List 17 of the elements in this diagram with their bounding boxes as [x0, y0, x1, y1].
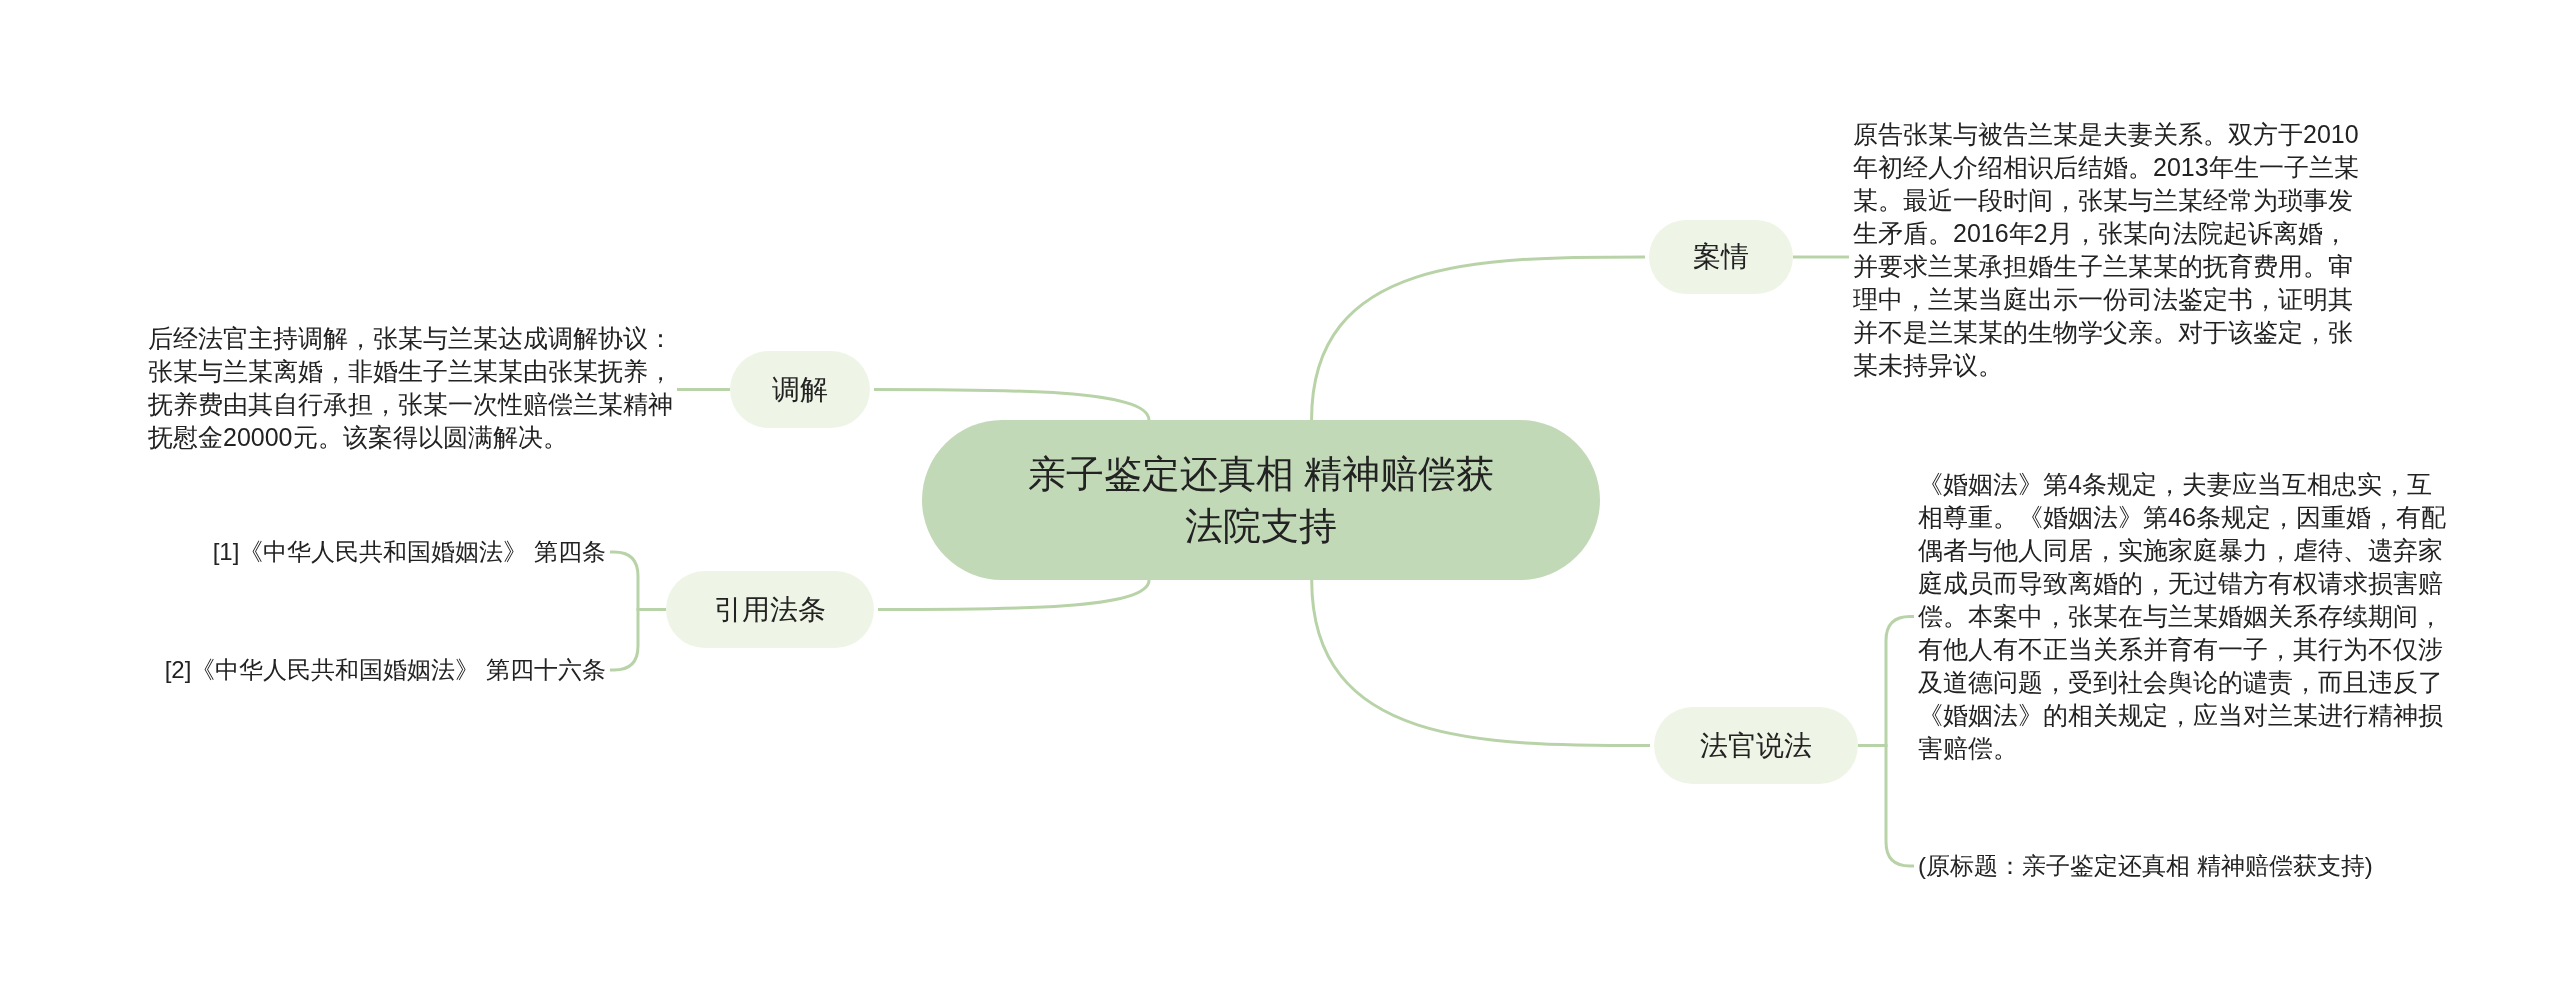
note-text: (原标题：亲子鉴定还真相 精神赔偿获支持)	[1918, 849, 2438, 883]
note-text: 后经法官主持调解，张某与兰某达成调解协议：张某与兰某离婚，非婚生子兰某某由张某抚养，抚养费由其自行承担，张某一次性赔偿兰某精神抚慰金20000元。该案得以圆满解决。	[148, 322, 676, 454]
reference-text: [2]《中华人民共和国婚姻法》 第四十六条	[90, 653, 606, 687]
topic-bubble: 法官说法	[1654, 707, 1858, 784]
branch-line	[874, 388, 1151, 421]
branch-line	[1793, 255, 1849, 259]
branch-line	[1310, 255, 1645, 421]
note-text: 《婚姻法》第4条规定，夫妻应当互相忠实，互相尊重。《婚姻法》第46条规定，因重婚，有配偶者与他人同居，实施家庭暴力，虐待、遗弃家庭成员而导致离婚的，无过错方有权请求损害赔偿。本案中，张某在与兰某婚姻关系存续期间，有他人有不正当关系并育有一子，其行为不仅涉及道德问题，受到社会舆论的谴责，而且违反了《婚姻法》的相关规定，应当对兰某进行精神损害赔偿。	[1918, 468, 2454, 765]
branch-line	[1310, 579, 1650, 747]
topic-bubble: 调解	[730, 351, 870, 428]
branch-line	[677, 388, 730, 391]
branch-line	[878, 579, 1151, 611]
central-topic: 亲子鉴定还真相 精神赔偿获法院支持	[922, 420, 1600, 580]
reference-text: [1]《中华人民共和国婚姻法》 第四条	[150, 535, 606, 569]
topic-bubble: 案情	[1649, 220, 1793, 294]
topic-bubble: 引用法条	[666, 571, 874, 648]
note-text: 原告张某与被告兰某是夫妻关系。双方于2010年初经人介绍相识后结婚。2013年生一子兰某某。最近一段时间，张某与兰某经常为琐事发生矛盾。2016年2月，张某向法院起诉离婚，并要求兰某承担婚生子兰某某的抚育费用。审理中，兰某当庭出示一份司法鉴定书，证明其并不是兰某某的生物学父亲。对于该鉴定，张某未持异议。	[1853, 118, 2365, 382]
